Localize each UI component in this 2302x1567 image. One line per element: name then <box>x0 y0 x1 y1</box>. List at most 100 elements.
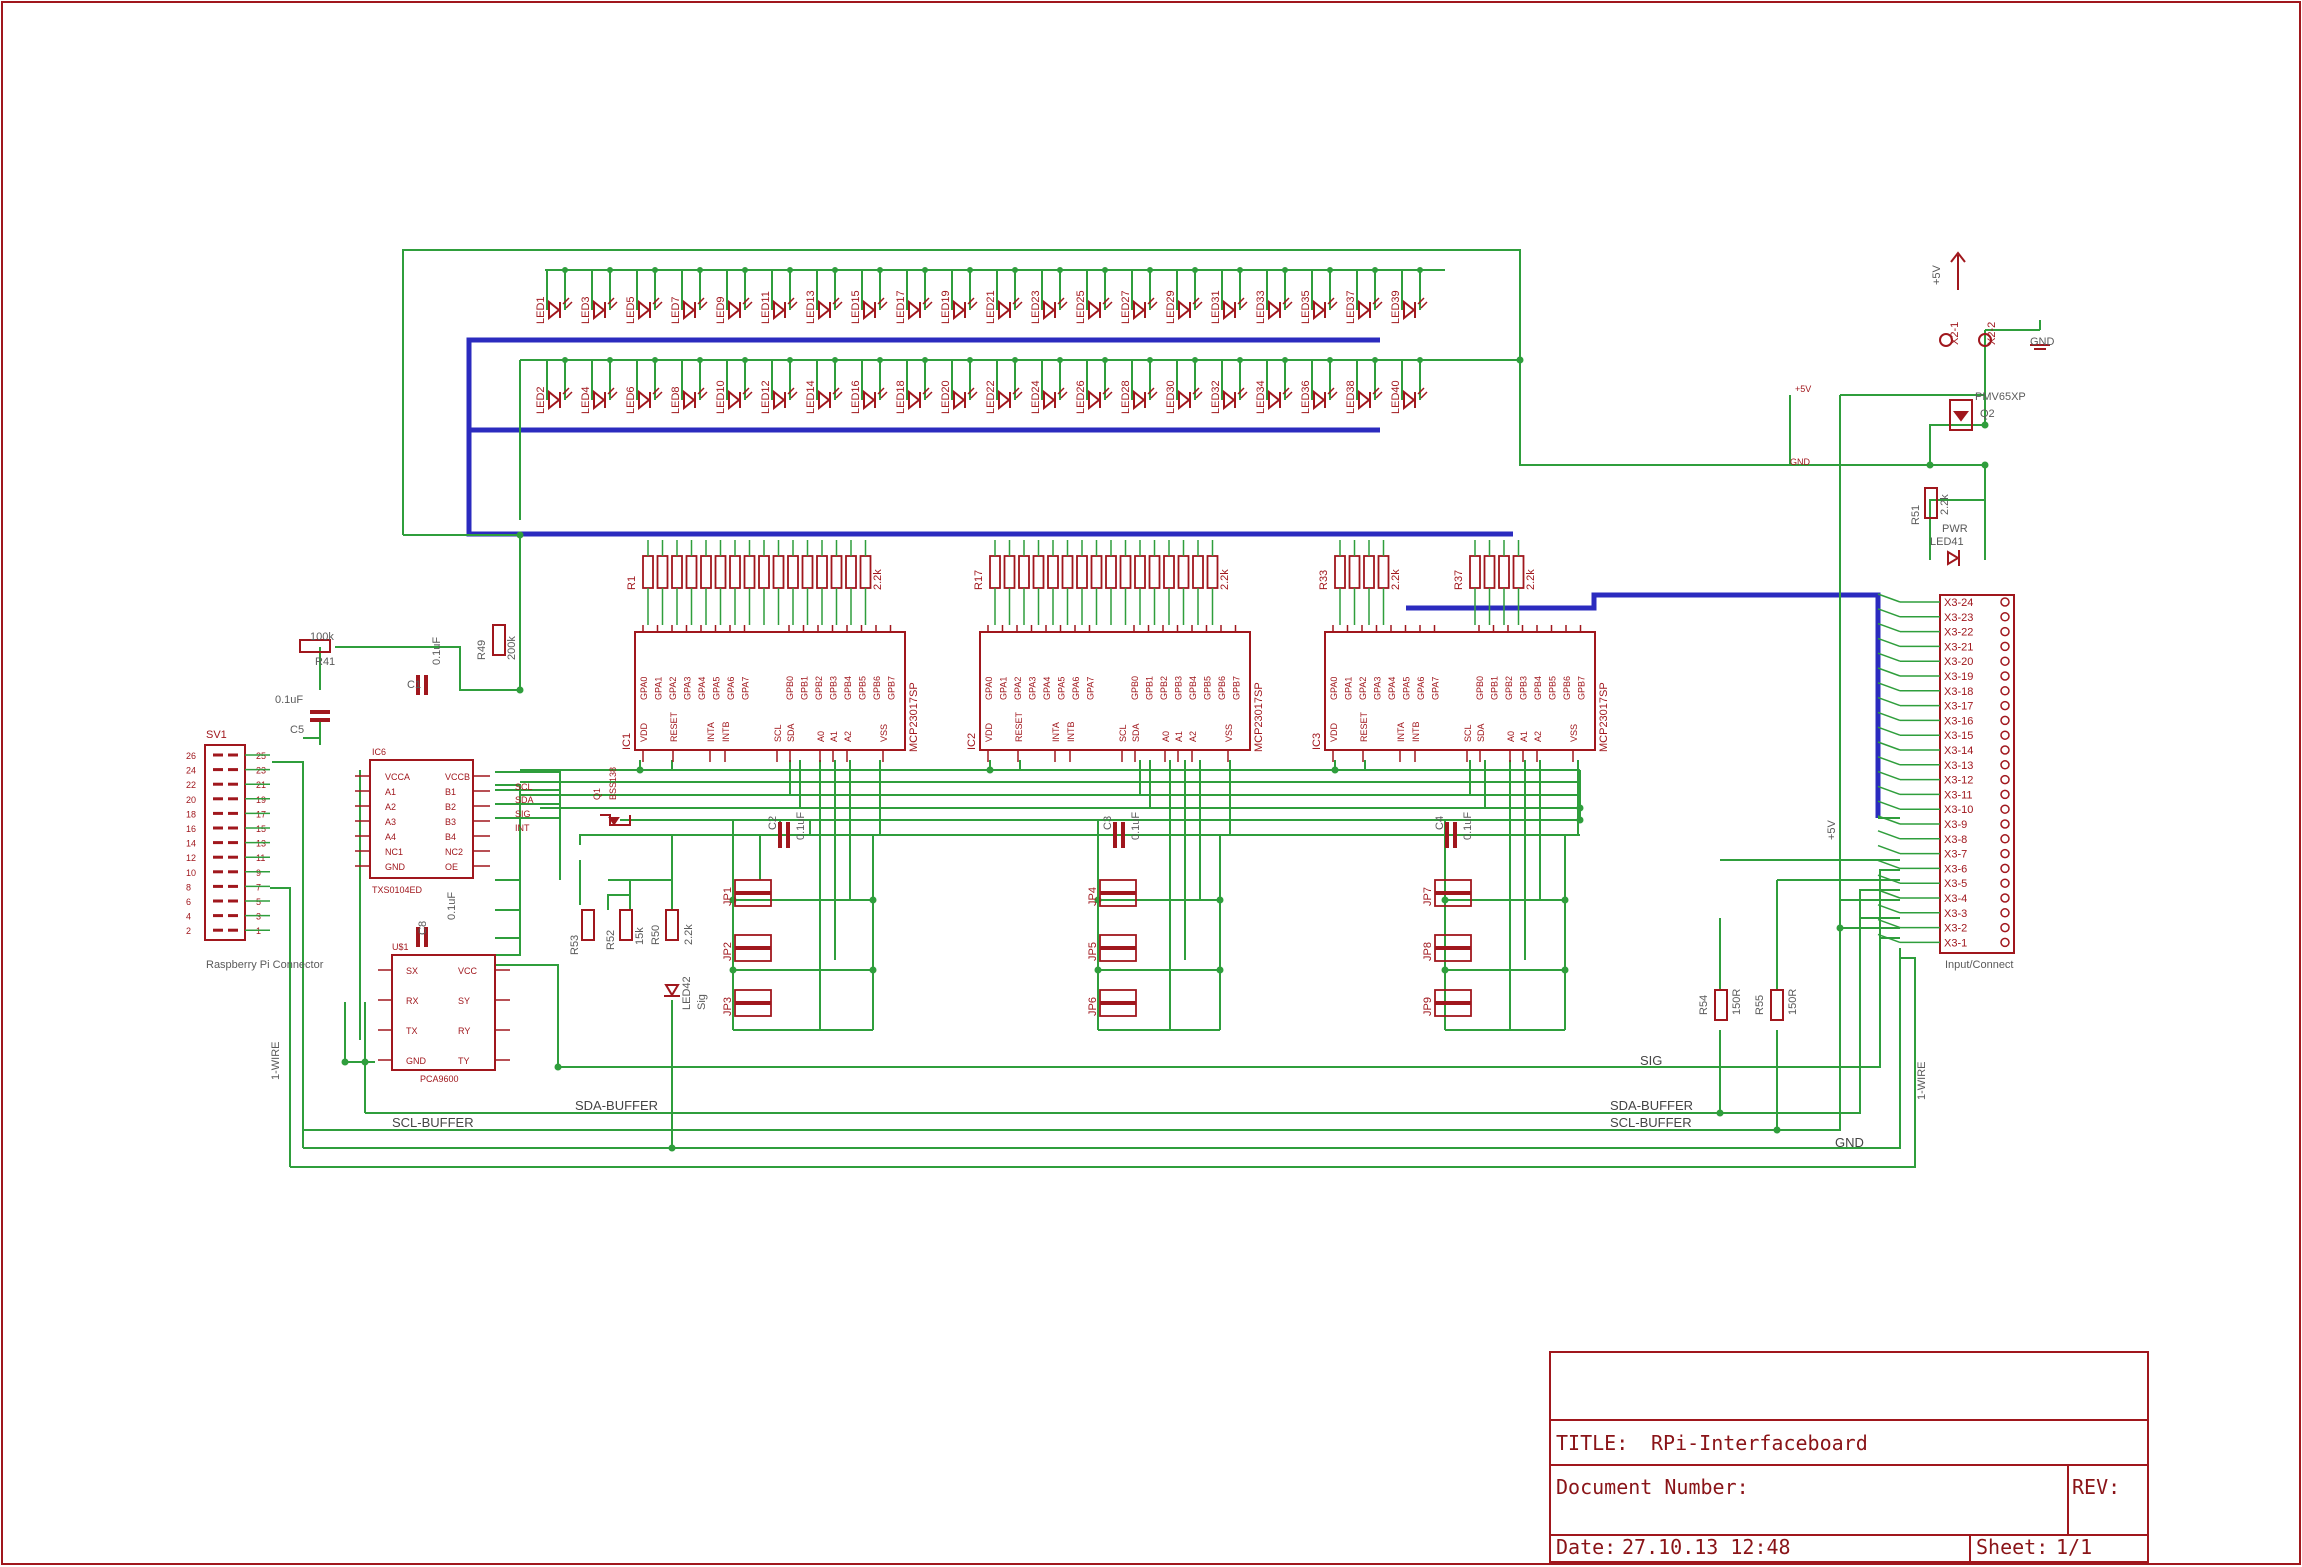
x3-pin-label: X3-1 <box>1944 937 1967 949</box>
led-led9: LED9 <box>715 267 753 324</box>
mcp-cap-value: 0.1uF <box>795 812 807 840</box>
r54-value: 150R <box>1731 989 1743 1015</box>
rpi-pin-left: 2 <box>186 926 191 936</box>
mcp-pin-top: GPA7 <box>1086 677 1096 700</box>
led-led6: LED6 <box>625 357 663 414</box>
level-shifter: TXS0104ED IC6 VCCAA1A2A3A4NC1GNDVCCBB1B2… <box>355 747 490 895</box>
mcp-part: MCP23017SP <box>908 682 920 752</box>
led41-name: LED41 <box>1930 536 1964 548</box>
led-led30: LED30 <box>1165 357 1203 414</box>
r49-name: R49 <box>476 640 488 660</box>
mcp-pin-top: GPB3 <box>1519 676 1529 700</box>
rpi-pin-right: 23 <box>256 766 266 776</box>
led-led23: LED23 <box>1030 267 1068 324</box>
sheet-label: Sheet: <box>1976 1535 2048 1559</box>
c8-name: C8 <box>417 921 429 935</box>
led-label: LED29 <box>1165 290 1177 324</box>
r41-value: 100k <box>310 631 334 643</box>
r52-name: R52 <box>605 930 617 950</box>
i2c-buffer-ref: U$1 <box>392 942 409 952</box>
q1-value: BSS138 <box>608 767 618 800</box>
mcp-pin-top: GPB1 <box>1490 676 1500 700</box>
mcp-cap-value: 0.1uF <box>1462 812 1474 840</box>
led-led13: LED13 <box>805 267 843 324</box>
mcp-pin-top: GPA4 <box>697 677 707 700</box>
mcp-pin-top: GPB7 <box>887 676 897 700</box>
r50-value: 2.2k <box>683 924 695 945</box>
r51-value: 2.2k <box>1939 494 1951 515</box>
ls-pin-right: NC2 <box>445 847 463 857</box>
sheet-value: 1/1 <box>2056 1535 2092 1559</box>
mcp-pin-top: GPA1 <box>999 677 1009 700</box>
led-label: LED36 <box>1300 380 1312 414</box>
level-shifter-ref: IC6 <box>372 747 386 757</box>
title-label: TITLE: <box>1556 1431 1628 1455</box>
ls-pin-right: B1 <box>445 787 456 797</box>
led-label: LED1 <box>535 296 547 324</box>
x3-pin-label: X3-23 <box>1944 612 1973 624</box>
mcp-pin-bottom: INTA <box>706 722 716 742</box>
wiring <box>270 249 2041 1168</box>
led-label: LED33 <box>1255 290 1267 324</box>
x22-label: X2-2 <box>1986 322 1998 345</box>
mcp-pin-bottom: A2 <box>1533 731 1543 742</box>
led-label: LED19 <box>940 290 952 324</box>
led-led37: LED37 <box>1345 267 1383 324</box>
led-led15: LED15 <box>850 267 888 324</box>
x3-pins: X3-24X3-23X3-22X3-21X3-20X3-19X3-18X3-17… <box>1877 593 2010 949</box>
led-led17: LED17 <box>895 267 933 324</box>
mcp-cap-name: C3 <box>1102 816 1114 830</box>
net-sig: SIG <box>1640 1053 1662 1068</box>
ls-pin-right: B3 <box>445 817 456 827</box>
led-led8: LED8 <box>670 357 708 414</box>
rpi-pins: 2624222018161412108642252321191715131197… <box>186 751 270 936</box>
rpi-pin-left: 20 <box>186 795 196 805</box>
mcp-pin-top: GPB5 <box>1548 676 1558 700</box>
i2c-buffer-part: PCA9600 <box>420 1074 459 1084</box>
mcp-pin-top: GPB3 <box>1174 676 1184 700</box>
mcp-pin-top: GPB7 <box>1232 676 1242 700</box>
mcp-pin-top: GPA5 <box>1402 677 1412 700</box>
x3-pin-label: X3-2 <box>1944 923 1967 935</box>
rpi-pin-left: 14 <box>186 839 196 849</box>
mcp-pin-bottom: INTA <box>1051 722 1061 742</box>
jumper-jp3: JP3 <box>722 989 772 1017</box>
resistor-r49 <box>492 624 506 656</box>
led-label: LED16 <box>850 380 862 414</box>
net-sda: SDA <box>515 795 534 805</box>
mcp-pin-top: GPB2 <box>1159 676 1169 700</box>
led-led5: LED5 <box>625 267 663 324</box>
r55-value: 150R <box>1787 989 1799 1015</box>
mcp-pin-bottom: SCL <box>1463 724 1473 742</box>
led-label: LED26 <box>1075 380 1087 414</box>
led-led12: LED12 <box>760 357 798 414</box>
resistor-array-value: 2.2k <box>1525 569 1537 590</box>
mcp-pin-bottom: SDA <box>1131 723 1141 742</box>
net-scl-buffer-left: SCL-BUFFER <box>392 1115 474 1130</box>
rpi-pin-left: 4 <box>186 912 191 922</box>
led-led25: LED25 <box>1075 267 1113 324</box>
buf-pin-right: TY <box>458 1056 470 1066</box>
mcp-pin-top: GPA3 <box>1028 677 1038 700</box>
c5-value: 0.1uF <box>275 694 303 706</box>
x3-pin-label: X3-10 <box>1944 804 1973 816</box>
mcp-pin-bottom: INTB <box>721 721 731 742</box>
led-label: LED7 <box>670 296 682 324</box>
mcp-cap-name: C2 <box>767 816 779 830</box>
mcp-pin-top: GPA3 <box>1373 677 1383 700</box>
mcp-pin-top: GPB4 <box>1533 676 1543 700</box>
x3-pin-label: X3-18 <box>1944 686 1973 698</box>
x3-pin-label: X3-22 <box>1944 627 1973 639</box>
mcp-pin-bottom: INTB <box>1411 721 1421 742</box>
mcp-pin-top: GPA6 <box>726 677 736 700</box>
rpi-pin-right: 7 <box>256 882 261 892</box>
ls-pin-right: B2 <box>445 802 456 812</box>
jumper-label: JP8 <box>1422 942 1434 961</box>
